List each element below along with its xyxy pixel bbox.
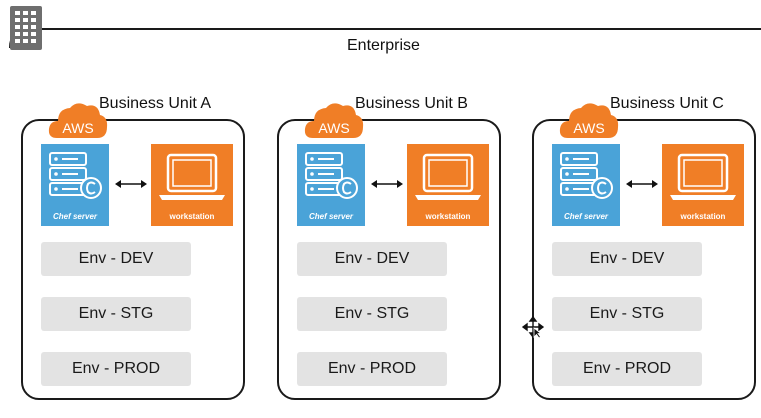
- bidirectional-arrow-icon: [626, 180, 658, 188]
- env-stg-box: Env - STG: [297, 297, 447, 331]
- env-prod-box: Env - PROD: [552, 352, 702, 386]
- aws-cloud-icon: AWS: [559, 103, 619, 138]
- business-unit-boundary: [532, 119, 756, 400]
- workstation-label: workstation: [680, 212, 726, 221]
- chef-server-label: Chef server: [563, 212, 609, 221]
- aws-cloud-icon: AWS: [48, 103, 108, 138]
- env-dev-box: Env - DEV: [297, 242, 447, 276]
- business-unit-title: Business Unit B: [355, 95, 468, 112]
- move-cursor-icon: [522, 316, 544, 338]
- aws-cloud-label: AWS: [318, 120, 349, 136]
- laptop-icon: [159, 153, 225, 200]
- bidirectional-arrow-icon: [115, 180, 147, 188]
- aws-cloud-icon: AWS: [304, 103, 364, 138]
- business-unit-boundary: [21, 119, 245, 400]
- building-icon: [10, 6, 42, 50]
- business-unit-title: Business Unit C: [610, 95, 724, 112]
- env-dev-box: Env - DEV: [552, 242, 702, 276]
- business-unit-a: Business Unit A AWS Chef server: [21, 92, 247, 404]
- server-icon: [560, 152, 613, 199]
- laptop-icon: [415, 153, 481, 200]
- chef-server-tile: Chef server: [297, 144, 365, 226]
- chef-server-tile: Chef server: [552, 144, 620, 226]
- env-dev-box: Env - DEV: [41, 242, 191, 276]
- chef-server-label: Chef server: [308, 212, 354, 221]
- env-prod-box: Env - PROD: [297, 352, 447, 386]
- workstation-tile: workstation: [662, 144, 744, 226]
- env-prod-box: Env - PROD: [41, 352, 191, 386]
- business-unit-boundary: [277, 119, 501, 400]
- business-unit-title: Business Unit A: [99, 95, 212, 112]
- bidirectional-arrow-icon: [371, 180, 403, 188]
- aws-cloud-label: AWS: [62, 120, 93, 136]
- env-stg-box: Env - STG: [41, 297, 191, 331]
- aws-cloud-label: AWS: [573, 120, 604, 136]
- server-icon: [305, 152, 358, 199]
- workstation-tile: workstation: [151, 144, 233, 226]
- enterprise-title: Enterprise: [347, 37, 420, 54]
- env-stg-box: Env - STG: [552, 297, 702, 331]
- chef-server-tile: Chef server: [41, 144, 109, 226]
- laptop-icon: [670, 153, 736, 200]
- workstation-tile: workstation: [407, 144, 489, 226]
- server-icon: [49, 152, 102, 199]
- business-unit-c: Business Unit C AWS Chef server: [532, 92, 758, 404]
- chef-server-label: Chef server: [52, 212, 98, 221]
- workstation-label: workstation: [425, 212, 471, 221]
- business-unit-b: Business Unit B AWS Chef server: [277, 92, 503, 404]
- workstation-label: workstation: [169, 212, 215, 221]
